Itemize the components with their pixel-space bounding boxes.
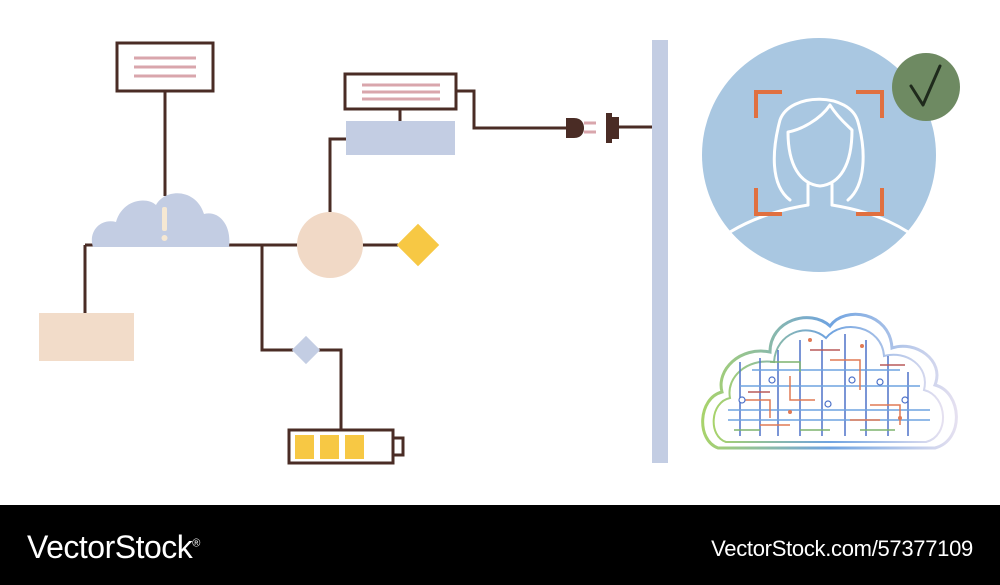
image-id: VectorStock.com/57377109 — [711, 536, 973, 561]
battery-icon — [287, 428, 405, 465]
warning-cloud-icon — [91, 193, 230, 247]
blue-diamond — [291, 335, 321, 365]
vectorstock-logo: VectorStock® — [27, 529, 200, 566]
circuit-cloud-icon — [701, 312, 958, 450]
power-plug-icon — [566, 118, 596, 138]
note-box-top-left — [115, 41, 215, 93]
peach-circle-node — [297, 212, 363, 278]
face-recognition-icon — [702, 38, 936, 272]
yellow-diamond — [396, 223, 440, 267]
brand-name: VectorStock — [27, 529, 193, 565]
connector-note-to-plug — [456, 89, 566, 130]
power-socket-icon — [606, 113, 619, 143]
footer-bar: VectorStock® VectorStock.com/57377109 — [0, 505, 1000, 585]
divider-wall — [652, 40, 668, 463]
battery-cell — [345, 435, 364, 459]
battery-cell — [295, 435, 314, 459]
peach-block — [39, 313, 134, 361]
registered-mark: ® — [192, 537, 200, 550]
checkmark-icon — [892, 53, 960, 121]
connector-circle-to-blue-box — [328, 137, 346, 212]
diagram-illustration — [39, 38, 960, 465]
note-box-top-middle — [343, 72, 458, 155]
battery-cell — [320, 435, 339, 459]
